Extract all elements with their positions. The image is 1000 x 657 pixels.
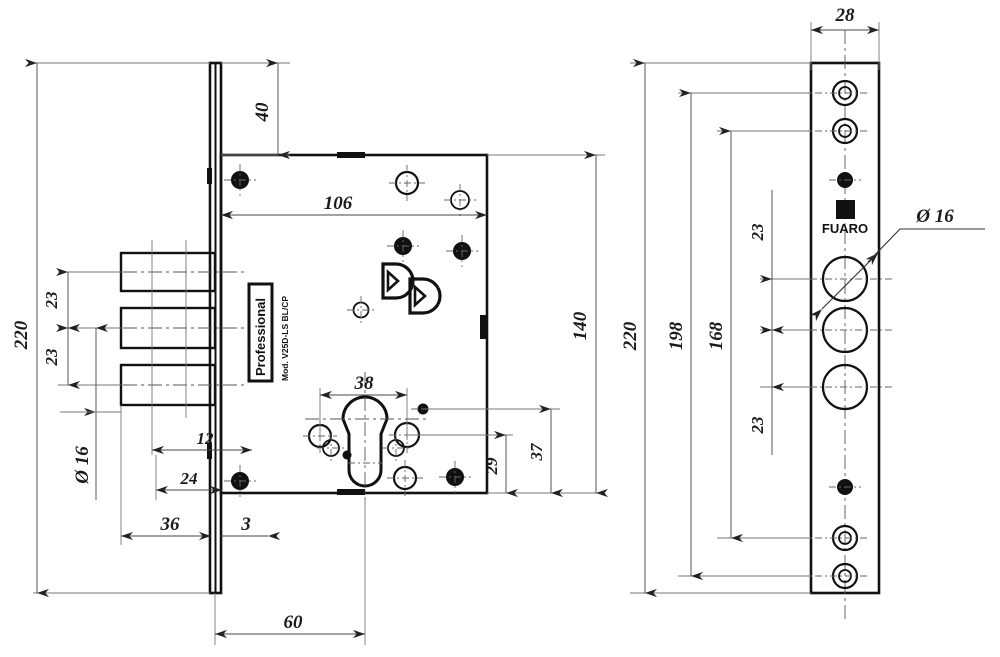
boss-bottom	[829, 479, 861, 495]
dim-198: 198	[666, 321, 687, 350]
left-view-lock-body: Professional Mod. V25D-LS BL/CP	[11, 58, 608, 645]
dim-28: 28	[835, 5, 856, 26]
case-brand-label: Professional	[253, 298, 268, 376]
dim-220-left: 220	[11, 320, 32, 350]
handing-arrow-icon-2	[408, 277, 442, 315]
dim-220-right: 220	[620, 321, 641, 351]
dim-23-right-bottom: 23	[748, 416, 767, 435]
dim-dia16-left: Ø 16	[72, 446, 93, 485]
hole-right-small	[382, 434, 410, 462]
rivet-top-left	[224, 164, 256, 196]
rivet-mid-left	[387, 230, 419, 262]
dim-37: 37	[527, 442, 546, 462]
right-view-faceplate: FUARO	[620, 5, 985, 620]
right-view-dimensions: 28 220 198 168 23	[620, 5, 985, 598]
euro-cylinder-cutout	[305, 372, 430, 500]
hole-left-small	[317, 434, 345, 462]
screw-hole-top-1	[800, 79, 870, 107]
dim-12: 12	[197, 429, 215, 448]
handing-arrow-icon-1	[381, 262, 415, 300]
hole-centre	[347, 296, 375, 324]
dim-168: 168	[706, 321, 727, 350]
rivet-mid-right	[446, 235, 478, 267]
case-label-plate: Professional Mod. V25D-LS BL/CP	[247, 282, 290, 383]
dim-23-right-top: 23	[748, 223, 767, 242]
case-model-code: Mod. V25D-LS BL/CP	[280, 296, 290, 381]
hole-bottom-mid	[387, 460, 423, 496]
dim-36: 36	[160, 514, 181, 535]
bolt-hole-3	[795, 363, 895, 411]
dim-38: 38	[354, 373, 375, 394]
case-rivets	[224, 164, 478, 497]
rivet-bottom-right	[439, 461, 471, 493]
rivet-bottom-left	[224, 465, 256, 497]
screw-hole-bottom-1	[800, 524, 870, 552]
dim-24: 24	[180, 469, 198, 488]
dim-140: 140	[570, 311, 591, 340]
dim-23-b: 23	[42, 348, 61, 367]
dim-29: 29	[482, 457, 501, 476]
faceplate-brand-mark: FUARO	[822, 200, 868, 236]
hole-top-mid	[389, 165, 425, 201]
dim-60: 60	[284, 612, 304, 633]
cylinder-fixing-holes	[303, 403, 435, 496]
screw-hole-top-2	[800, 117, 870, 145]
deadbolt-group	[98, 240, 246, 418]
dim-106: 106	[324, 193, 353, 214]
handing-arrow-symbols	[381, 262, 442, 315]
dim-dia16-right: Ø 16	[915, 206, 954, 227]
hole-top-right	[444, 184, 476, 216]
dim-23-a: 23	[42, 291, 61, 310]
faceplate-brand-label: FUARO	[822, 221, 868, 236]
left-view-dimensions: 220 40 23 23 Ø 16 106	[11, 58, 608, 645]
screw-hole-bottom-2	[800, 562, 870, 590]
boss-top	[829, 172, 861, 188]
dim-40: 40	[252, 102, 273, 123]
dim-3: 3	[240, 514, 251, 535]
brand-square-icon	[836, 200, 855, 219]
